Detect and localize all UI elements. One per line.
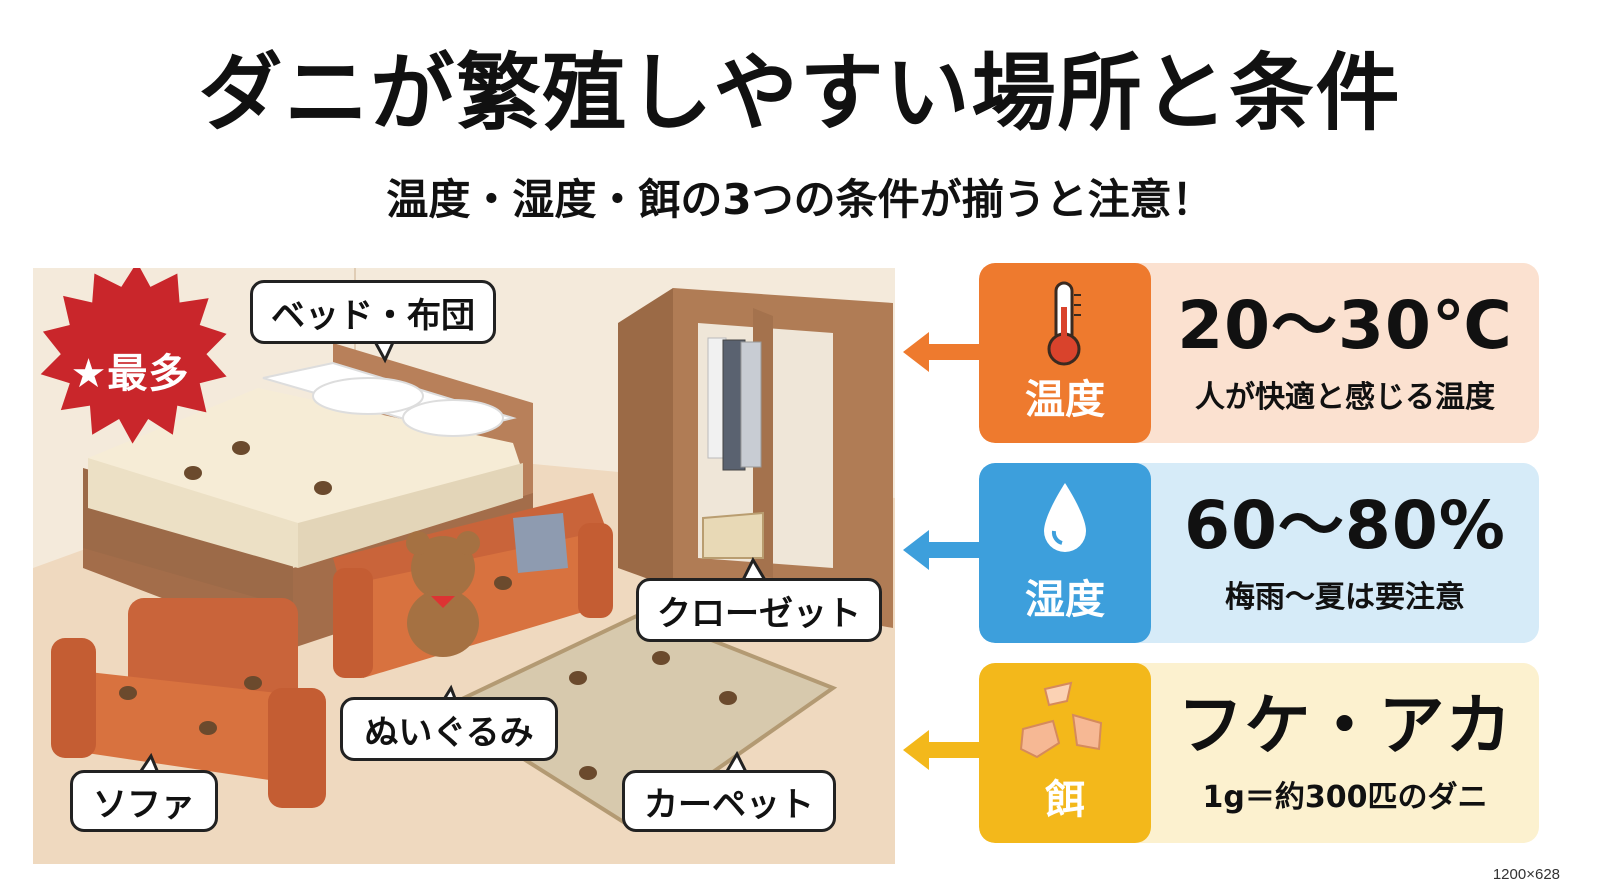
arrow-left-icon — [903, 730, 981, 770]
long-sofa — [333, 493, 613, 678]
condition-temperature: 温度 20〜30℃ 人が快適と感じる温度 — [979, 263, 1539, 443]
water-drop-icon — [1044, 483, 1086, 552]
most-badge-label: ★最多 — [70, 351, 190, 397]
condition-note: 梅雨〜夏は要注意 — [1225, 580, 1465, 616]
callout-carpet: カーペット — [622, 770, 836, 832]
carpet — [438, 610, 838, 831]
condition-value: フケ・アカ — [1177, 686, 1513, 764]
starburst-badge — [40, 268, 227, 444]
condition-label: 温度 — [1025, 377, 1105, 423]
condition-note: 人が快適と感じる温度 — [1195, 380, 1495, 416]
wardrobe — [618, 288, 893, 628]
arrow-left-icon — [903, 530, 981, 570]
arrow-left-icon — [903, 332, 981, 372]
condition-note: 1g＝約300匹のダニ — [1202, 780, 1488, 816]
condition-label: 湿度 — [1025, 577, 1105, 623]
dust-mites — [119, 441, 737, 780]
thermometer-icon — [1047, 281, 1081, 366]
callout-bed: ベッド・布団 — [250, 280, 496, 344]
page-subtitle: 温度・湿度・餌の3つの条件が揃うと注意！ — [386, 175, 1214, 224]
condition-value: 60〜80% — [1184, 486, 1506, 564]
image-size-label: 1200×628 — [1492, 866, 1560, 883]
page-title: ダニが繁殖しやすい場所と条件 — [198, 44, 1402, 142]
condition-food: 餌 フケ・アカ 1g＝約300匹のダニ — [979, 663, 1539, 843]
condition-value: 20〜30℃ — [1177, 286, 1513, 364]
skin-flakes-icon — [1019, 681, 1103, 759]
condition-humidity: 湿度 60〜80% 梅雨〜夏は要注意 — [979, 463, 1539, 643]
callout-sofa: ソファ — [70, 770, 218, 832]
callout-stuffed-toy: ぬいぐるみ — [340, 697, 558, 761]
condition-label: 餌 — [1045, 777, 1085, 823]
room-illustration — [33, 268, 895, 864]
callout-closet: クローゼット — [636, 578, 882, 642]
